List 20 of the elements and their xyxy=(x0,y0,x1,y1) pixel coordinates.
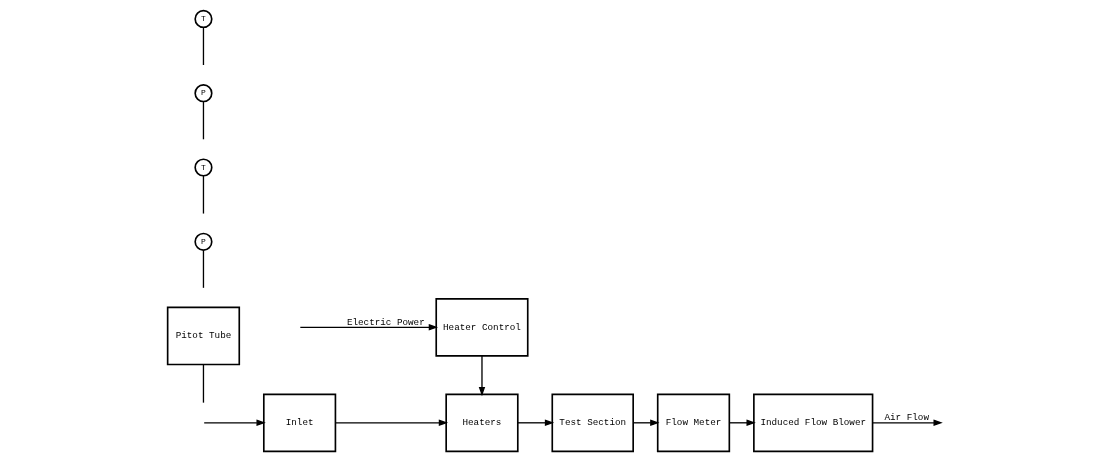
arrow xyxy=(478,355,486,397)
connector xyxy=(202,363,205,404)
node-box: Heater Control xyxy=(435,298,529,357)
node-box: Test Section xyxy=(551,393,634,453)
node-box: Pitot Tube xyxy=(166,306,241,366)
arrow xyxy=(517,419,555,427)
edge-label: Electric Power xyxy=(346,316,425,328)
node-box: Heaters xyxy=(445,393,519,453)
connector xyxy=(202,101,205,140)
node-box: Inlet xyxy=(263,393,337,453)
connector xyxy=(202,249,205,289)
arrow xyxy=(299,324,439,331)
connector xyxy=(202,175,205,215)
arrow xyxy=(872,419,943,427)
node-box: Induced Flow Blower xyxy=(753,393,874,453)
node-box: Flow Meter xyxy=(656,393,731,453)
arrow xyxy=(203,419,266,427)
connector xyxy=(202,26,205,66)
edge-label: Air Flow xyxy=(884,412,929,424)
arrow xyxy=(334,419,449,427)
